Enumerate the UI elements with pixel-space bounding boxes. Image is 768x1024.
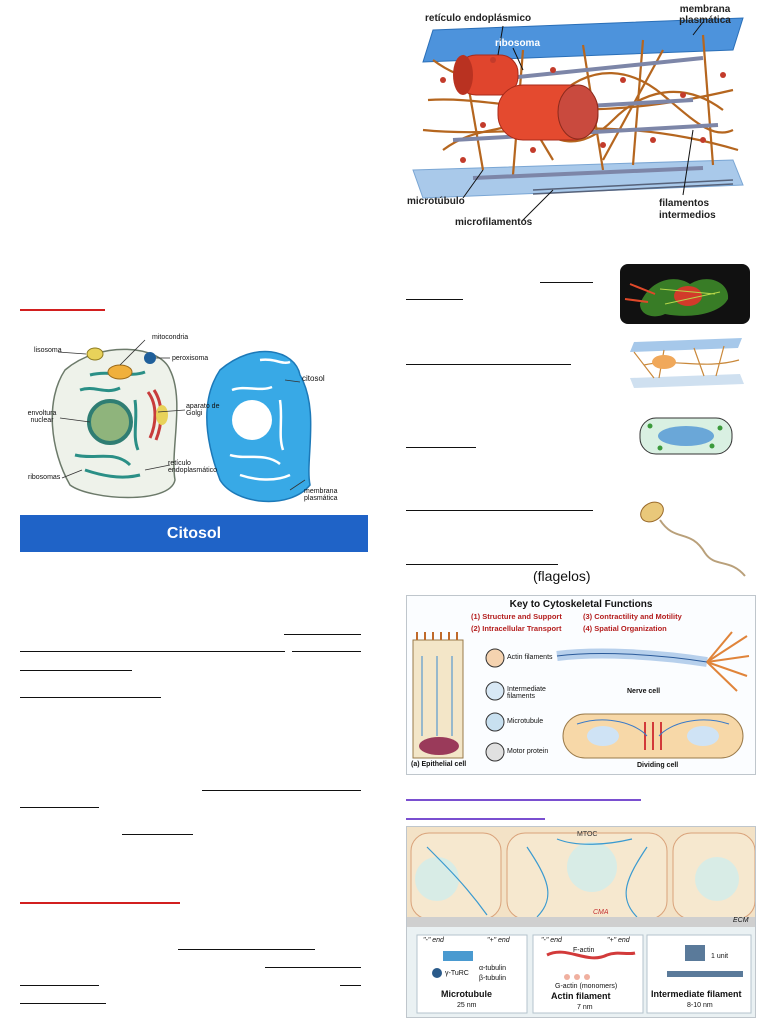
fil-ecm: ECM bbox=[733, 917, 749, 924]
cytoskeleton-illustration: retículo endoplásmico ribosoma membrana … bbox=[403, 0, 755, 235]
fil-beta: β-tubulin bbox=[479, 975, 506, 982]
fil-minus-end-1: "-" end bbox=[423, 937, 444, 944]
function-item-1: (1) Structure and Support bbox=[471, 612, 562, 621]
right-line-2 bbox=[406, 299, 463, 300]
functions-panel-svg bbox=[412, 631, 750, 762]
fil-cma: CMA bbox=[593, 909, 609, 916]
flagelos-text: (flagelos) bbox=[533, 568, 591, 584]
label-membrana: membrana plasmática bbox=[679, 4, 731, 26]
section-underline-2 bbox=[20, 902, 180, 904]
filaments-panel: MTOC CMA ECM "-" end "+" end γ-TuRC α-tu… bbox=[406, 826, 756, 1018]
sperm-cell-svg bbox=[640, 501, 746, 577]
microfilaments bbox=[532, 179, 734, 195]
function-item-3: (3) Contractility and Motility bbox=[583, 612, 682, 621]
lysosome bbox=[86, 347, 104, 361]
label-aparato: aparato de Golgi bbox=[186, 403, 220, 417]
fp-microtubule-label: Microtubule bbox=[507, 718, 544, 725]
fil-intermediate: Intermediate filament bbox=[651, 989, 742, 999]
label-reticulo: retículo endoplasmático bbox=[168, 460, 218, 474]
peroxisome bbox=[144, 352, 156, 364]
cytoskeleton-svg bbox=[412, 17, 744, 221]
blank-line-5 bbox=[20, 697, 161, 698]
ribosomes bbox=[440, 57, 726, 163]
blank-line-12 bbox=[340, 985, 361, 986]
label-mitocondria: mitocondria bbox=[152, 334, 189, 341]
label-citosol: citosol bbox=[302, 374, 325, 383]
fp-intermediate-label: Intermediate filaments bbox=[507, 686, 546, 700]
blank-line-7 bbox=[20, 807, 99, 808]
functions-panel: Key to Cytoskeletal Functions (1) Struct… bbox=[406, 595, 756, 775]
fil-intermediate-size: 8-10 nm bbox=[687, 1002, 713, 1009]
blank-line-8 bbox=[122, 834, 193, 835]
label-filamentos-intermedios: filamentos intermedios bbox=[659, 198, 716, 221]
blank-line-10 bbox=[265, 967, 361, 968]
fil-mtoc: MTOC bbox=[577, 831, 598, 838]
purple-link-line-1 bbox=[406, 799, 641, 801]
right-line-5 bbox=[406, 510, 593, 511]
fil-minus-end-2: "-" end bbox=[541, 937, 562, 944]
function-item-4: (4) Spatial Organization bbox=[583, 624, 667, 633]
right-line-6 bbox=[406, 564, 558, 565]
blank-line-1 bbox=[284, 634, 361, 635]
blank-line-13 bbox=[20, 1003, 106, 1004]
blank-line-9 bbox=[178, 949, 315, 950]
fil-plus-end-1: "+" end bbox=[487, 937, 510, 944]
fp-nerve-label: Nerve cell bbox=[627, 688, 661, 695]
blank-line-6 bbox=[202, 790, 361, 791]
label-ribosoma: ribosoma bbox=[495, 38, 541, 49]
cytoskeleton-thumbnail bbox=[624, 330, 750, 396]
fp-dividing-label: Dividing cell bbox=[637, 762, 679, 769]
blank-line-11 bbox=[20, 985, 99, 986]
mitochondria bbox=[107, 364, 133, 380]
fluorescent-cell-svg bbox=[624, 279, 729, 317]
fil-unit: 1 unit bbox=[711, 953, 729, 960]
blank-line-4 bbox=[20, 670, 132, 671]
fluorescent-cell-image bbox=[620, 264, 750, 324]
fp-motor-label: Motor protein bbox=[507, 748, 549, 755]
blank-line-2 bbox=[20, 651, 285, 652]
fil-microtubule-size: 25 nm bbox=[457, 1002, 477, 1009]
label-envoltura: envoltura nuclear bbox=[27, 410, 57, 424]
fil-actin-size: 7 nm bbox=[577, 1004, 593, 1011]
reticulum-tubes bbox=[453, 54, 599, 141]
label-ribosomas: ribosomas bbox=[28, 474, 61, 481]
cytoskeleton-thumbnail-svg bbox=[630, 338, 744, 388]
fil-plus-end-2: "+" end bbox=[607, 937, 630, 944]
right-line-4 bbox=[406, 447, 476, 448]
blank-line-3 bbox=[292, 651, 361, 652]
label-microfilamentos: microfilamentos bbox=[455, 217, 533, 228]
plant-cell-streaming-thumbnail bbox=[620, 404, 750, 470]
label-membrana: membrana plasmática bbox=[304, 488, 338, 502]
pointer-lines bbox=[462, 21, 704, 221]
functions-title: Key to Cytoskeletal Functions bbox=[509, 599, 653, 610]
fil-gturc: γ-TuRC bbox=[445, 970, 469, 977]
cell-diagram: lisosoma mitocondria peroxisoma envoltur… bbox=[20, 330, 368, 515]
filaments-panel-svg bbox=[407, 827, 755, 1014]
fp-actin-label: Actin filaments bbox=[507, 654, 553, 661]
fil-microtubule: Microtubule bbox=[441, 989, 492, 999]
cytosol-organelle-voids bbox=[229, 358, 291, 481]
function-item-2: (2) Intracellular Transport bbox=[471, 624, 562, 633]
plant-cell-svg bbox=[639, 417, 733, 455]
fp-epithelial-label: (a) Epithelial cell bbox=[411, 761, 467, 768]
fil-actin: Actin filament bbox=[551, 991, 611, 1001]
purple-link-line-2 bbox=[406, 818, 545, 820]
nucleus bbox=[87, 399, 133, 445]
label-reticulo: retículo endoplásmico bbox=[425, 13, 532, 24]
right-line-1 bbox=[540, 282, 593, 283]
fil-factin: F-actin bbox=[573, 947, 595, 954]
section-underline-1 bbox=[20, 309, 105, 311]
fil-gactin: G-actin (monomers) bbox=[555, 983, 618, 990]
cell-diagram-svg bbox=[51, 339, 312, 503]
cell-pointer-lines bbox=[57, 339, 306, 491]
cytosol-nucleus bbox=[232, 400, 272, 440]
fil-alpha: α-tubulin bbox=[479, 965, 507, 972]
label-lisosoma: lisosoma bbox=[34, 347, 62, 354]
label-microtubulo: microtúbulo bbox=[407, 196, 465, 207]
vesicle bbox=[156, 405, 168, 425]
citosol-banner: Citosol bbox=[20, 515, 368, 552]
right-line-3 bbox=[406, 364, 571, 365]
sperm-cell-thumbnail bbox=[630, 498, 750, 580]
label-peroxisoma: peroxisoma bbox=[172, 355, 209, 362]
